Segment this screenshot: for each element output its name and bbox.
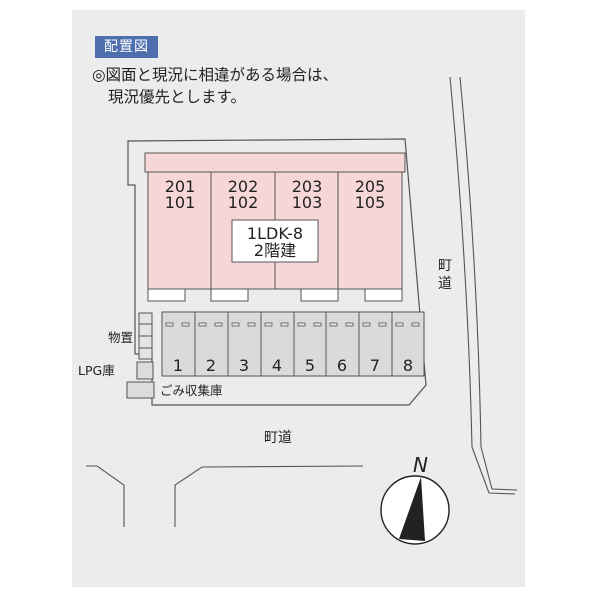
north-label: N — [413, 453, 428, 477]
east-road — [449, 76, 518, 495]
notice-line-1: ◎図面と現況に相違がある場合は、 — [92, 66, 339, 84]
unit-203-103: 203 103 — [292, 177, 323, 212]
south-road-edges — [86, 465, 364, 527]
north-compass-icon — [380, 475, 450, 545]
parking-lot — [161, 311, 425, 377]
building — [144, 152, 406, 302]
east-road-label-2: 道 — [438, 276, 452, 292]
lpg-storage — [136, 361, 154, 380]
garbage-label: ごみ収集庫 — [160, 383, 223, 398]
building-type-label: 1LDK-8 — [247, 224, 303, 243]
unit-lower-label: 105 — [355, 193, 386, 212]
parking-space-4: 4 — [272, 356, 282, 375]
notice-line-2: 現況優先とします。 — [108, 88, 246, 106]
unit-upper-label: 202 — [228, 177, 259, 196]
unit-upper-label: 203 — [292, 177, 323, 196]
storage-sheds — [138, 312, 153, 360]
unit-201-101: 201 101 — [165, 177, 196, 212]
south-road-label: 町道 — [264, 430, 292, 446]
parking-space-2: 2 — [206, 356, 216, 375]
storage-label: 物置 — [108, 330, 133, 345]
garbage-storage — [126, 381, 155, 399]
parking-space-6: 6 — [337, 356, 347, 375]
parking-space-3: 3 — [239, 356, 249, 375]
unit-lower-label: 101 — [165, 193, 196, 212]
unit-205-105: 205 105 — [355, 177, 386, 212]
unit-upper-label: 205 — [355, 177, 386, 196]
parking-space-5: 5 — [305, 356, 315, 375]
building-floors-label: 2階建 — [254, 241, 296, 260]
unit-202-102: 202 102 — [228, 177, 259, 212]
parking-space-numbers: 1 2 3 4 5 6 7 8 — [173, 356, 413, 375]
unit-lower-label: 103 — [292, 193, 323, 212]
parking-space-8: 8 — [403, 356, 413, 375]
parking-space-7: 7 — [370, 356, 380, 375]
lpg-label: LPG庫 — [78, 363, 115, 378]
parking-space-1: 1 — [173, 356, 183, 375]
east-road-label-1: 町 — [438, 258, 452, 274]
unit-upper-label: 201 — [165, 177, 196, 196]
notice-text: ◎図面と現況に相違がある場合は、 現況優先とします。 — [92, 64, 338, 108]
unit-lower-label: 102 — [228, 193, 259, 212]
layout-title-badge: 配置図 — [95, 36, 158, 58]
